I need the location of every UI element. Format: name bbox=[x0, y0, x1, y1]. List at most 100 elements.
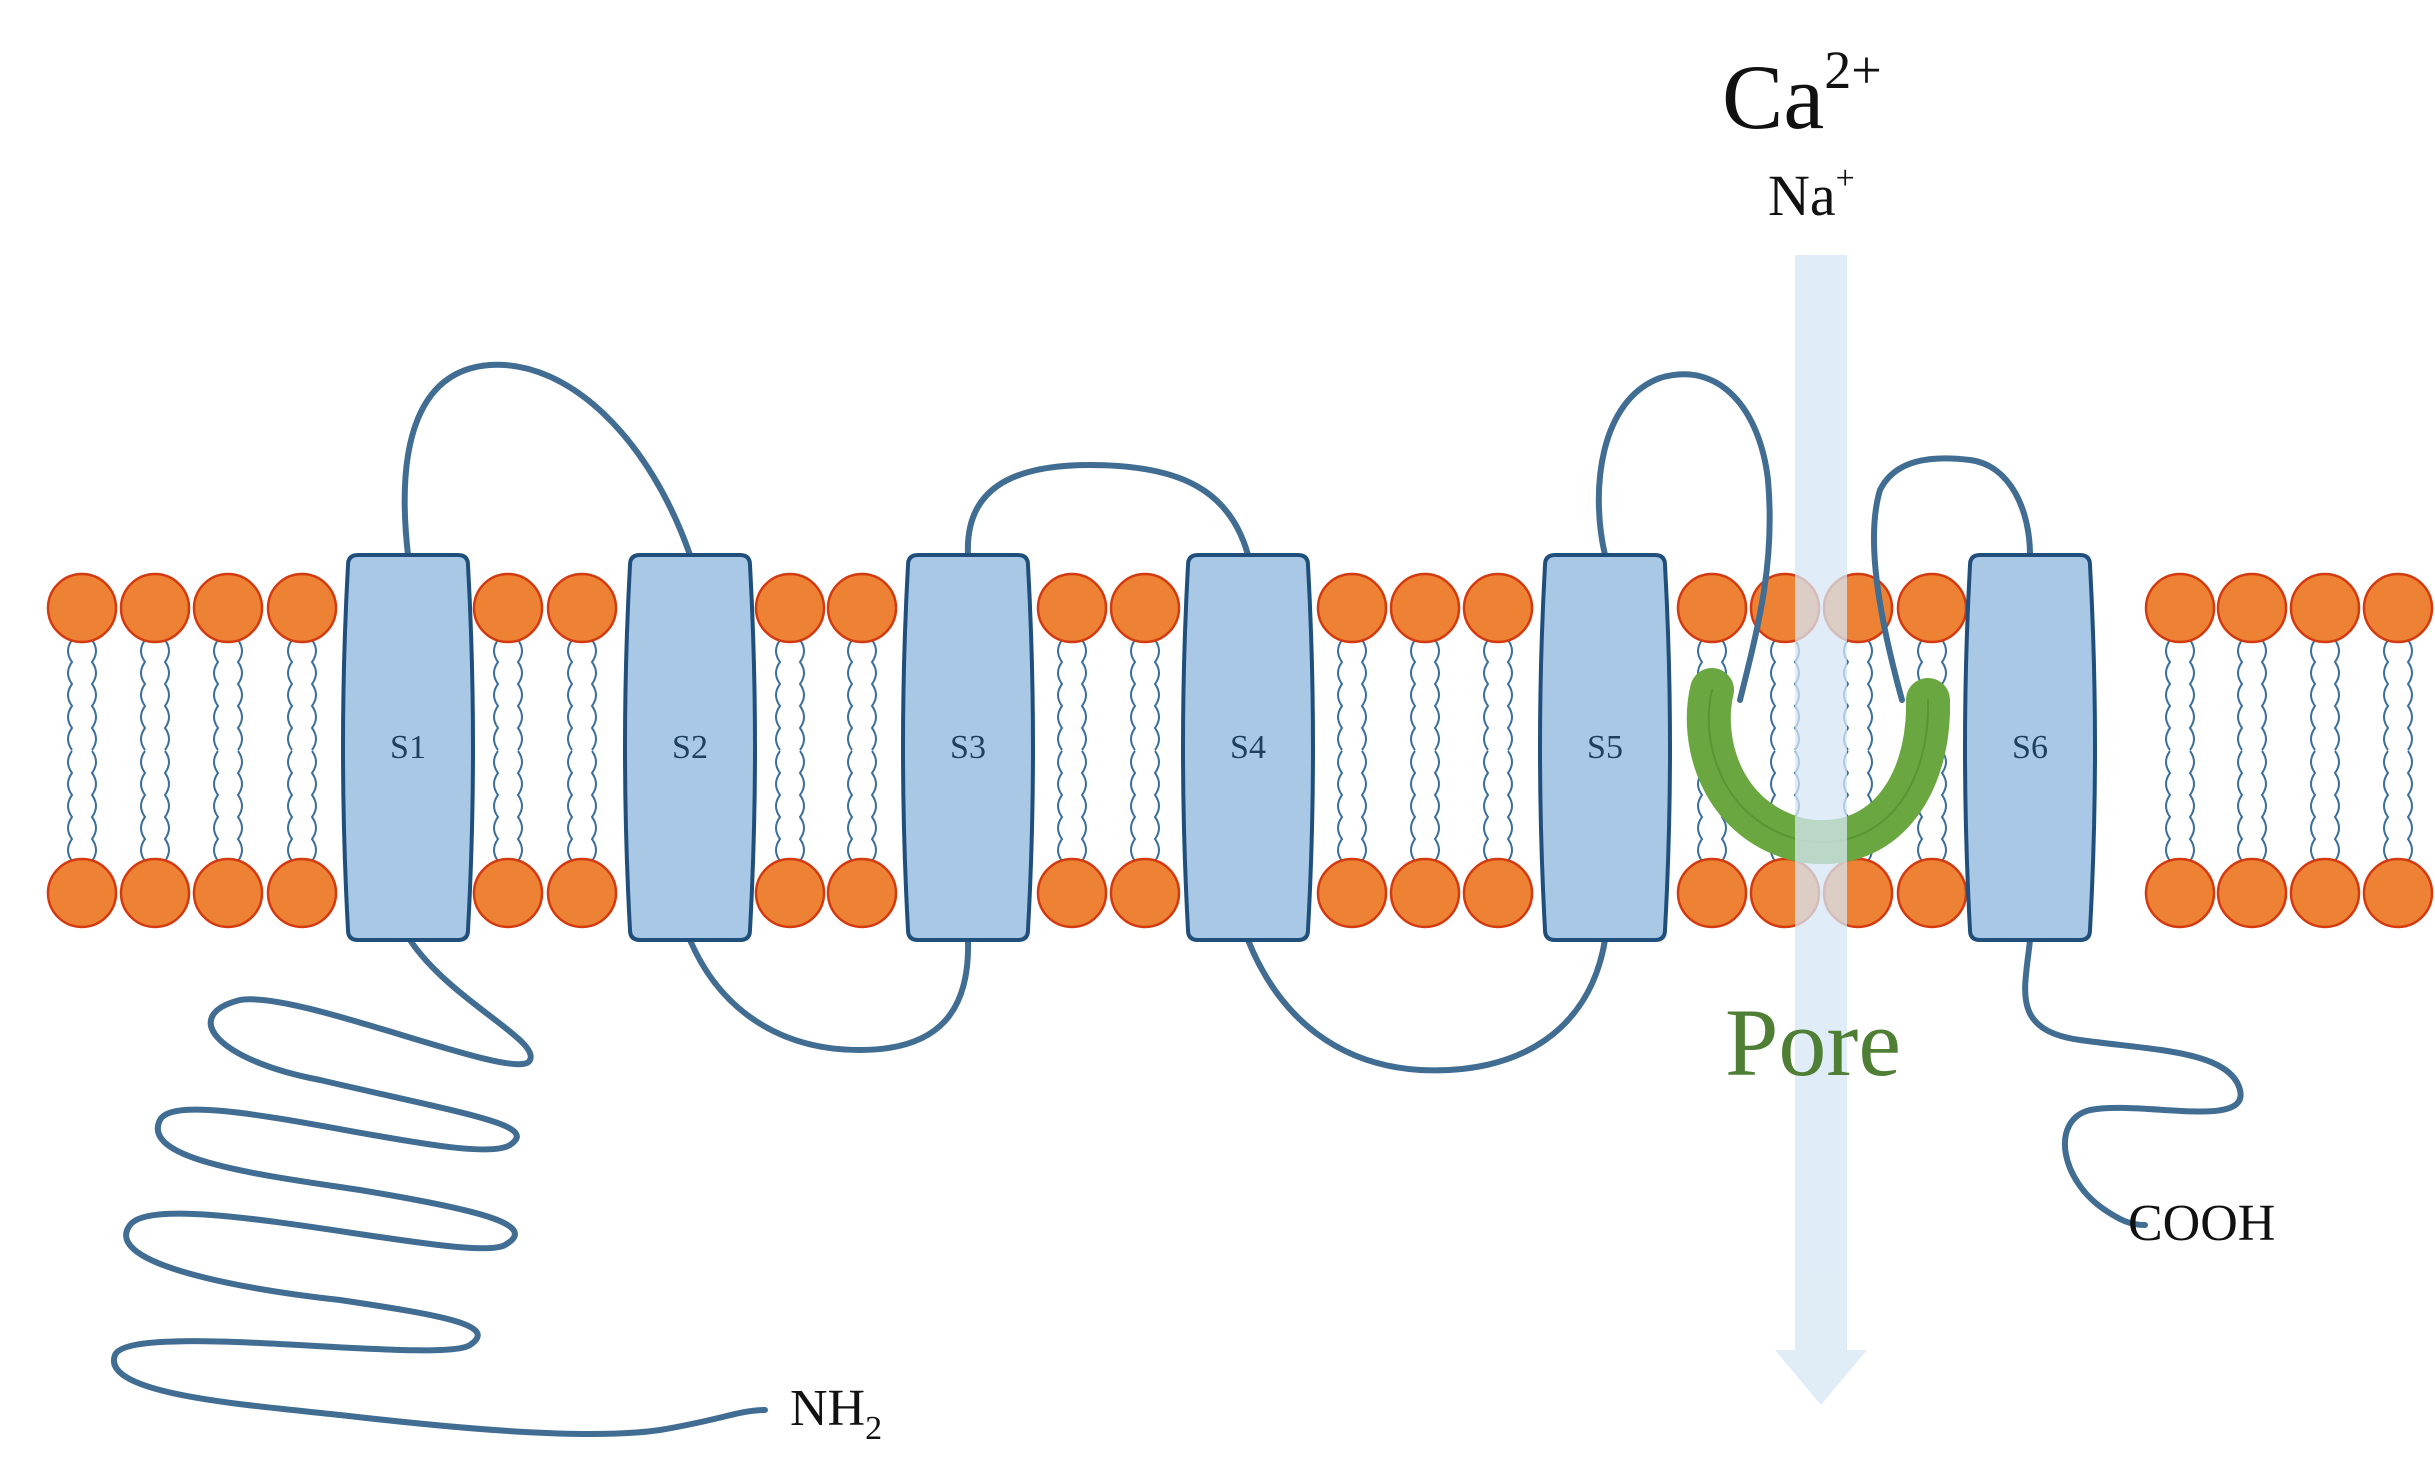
lipid-tail bbox=[287, 750, 294, 862]
lipid-head-top bbox=[546, 572, 618, 644]
lipid-tail bbox=[1506, 639, 1513, 751]
ion-calcium-charge: 2+ bbox=[1824, 40, 1881, 100]
lipid-head-bottom bbox=[2216, 857, 2288, 929]
lipid-tail bbox=[1130, 750, 1137, 862]
pore-label: Pore bbox=[1725, 989, 1901, 1096]
c-terminal-chain bbox=[2022, 937, 2244, 1228]
helix-label-s4: S4 bbox=[1230, 729, 1266, 766]
helix-label-s2: S2 bbox=[672, 729, 708, 766]
lipid-head-bottom bbox=[2144, 857, 2216, 929]
n-terminus-subscript: 2 bbox=[865, 1410, 882, 1447]
lipid-head-bottom bbox=[754, 857, 826, 929]
helix-s5 bbox=[1538, 553, 1672, 942]
lipid-tail bbox=[1153, 639, 1160, 751]
lipid-tail bbox=[1080, 750, 1087, 862]
loop-s5-pore bbox=[1595, 371, 1773, 703]
lipid-tail bbox=[2260, 639, 2267, 751]
lipid-tail bbox=[1770, 639, 1777, 751]
lipid-tail bbox=[2310, 750, 2317, 862]
helix-s3 bbox=[901, 553, 1035, 942]
lipid-tail bbox=[516, 750, 523, 862]
lipid-tail bbox=[590, 750, 597, 862]
lipid-head-bottom bbox=[2289, 857, 2361, 929]
loop-s4-s5 bbox=[1245, 937, 1608, 1074]
lipid-tail bbox=[1506, 750, 1513, 862]
lipid-tail bbox=[775, 639, 782, 751]
lipid-tail bbox=[213, 639, 220, 751]
lipid-head-top bbox=[2216, 572, 2288, 644]
lipid-tail bbox=[870, 750, 877, 862]
lipid-head-bottom bbox=[2362, 857, 2434, 929]
lipid-tail bbox=[1130, 639, 1137, 751]
lipid-tail bbox=[1410, 639, 1417, 751]
lipid-tail bbox=[236, 750, 243, 862]
lipid-head-top bbox=[1316, 572, 1388, 644]
lipid-tail bbox=[163, 639, 170, 751]
helix-s4 bbox=[1181, 553, 1315, 942]
lipid-head-bottom bbox=[472, 857, 544, 929]
lipid-tail bbox=[1337, 750, 1344, 862]
lipid-tail bbox=[847, 639, 854, 751]
lipid-head-bottom bbox=[266, 857, 338, 929]
lipid-tail bbox=[798, 750, 805, 862]
lipid-head-top bbox=[119, 572, 191, 644]
lipid-tail bbox=[590, 639, 597, 751]
lipid-tail bbox=[2383, 639, 2390, 751]
lipid-head-bottom bbox=[546, 857, 618, 929]
lipid-tail bbox=[493, 750, 500, 862]
lipid-tail bbox=[1410, 750, 1417, 862]
lipid-head-bottom bbox=[1389, 857, 1461, 929]
lipid-head-top bbox=[192, 572, 264, 644]
lipid-tail bbox=[1153, 750, 1160, 862]
lipid-tail bbox=[2260, 750, 2267, 862]
lipid-tail bbox=[1057, 750, 1064, 862]
lipid-head-top bbox=[1389, 572, 1461, 644]
lipid-tail bbox=[1337, 639, 1344, 751]
lipid-tail bbox=[2406, 750, 2413, 862]
lipid-tail bbox=[1433, 639, 1440, 751]
lipid-tail bbox=[1360, 639, 1367, 751]
lipid-tail bbox=[2165, 639, 2172, 751]
lipid-tail bbox=[567, 639, 574, 751]
lipid-head-top bbox=[1036, 572, 1108, 644]
lipid-tail bbox=[1483, 639, 1490, 751]
ion-flow-arrow bbox=[1775, 255, 1867, 1405]
lipid-tail bbox=[310, 750, 317, 862]
lipid-tail bbox=[2333, 750, 2340, 862]
lipid-tail bbox=[1057, 639, 1064, 751]
ion-label-calcium: Ca2+ bbox=[1722, 40, 1882, 148]
lipid-tail bbox=[798, 639, 805, 751]
lipid-tail bbox=[2188, 750, 2195, 862]
lipid-tail bbox=[2333, 639, 2340, 751]
lipid-head-bottom bbox=[1109, 857, 1181, 929]
lipid-tail bbox=[1866, 639, 1873, 751]
lipid-tail bbox=[1360, 750, 1367, 862]
lipid-head-top bbox=[754, 572, 826, 644]
lipid-tail bbox=[140, 750, 147, 862]
ion-sodium-charge: + bbox=[1836, 160, 1855, 197]
helix-s1 bbox=[341, 553, 475, 942]
lipid-head-bottom bbox=[1462, 857, 1534, 929]
lipid-tail bbox=[1433, 750, 1440, 862]
ion-calcium-symbol: Ca bbox=[1722, 46, 1824, 148]
lipid-head-top bbox=[266, 572, 338, 644]
lipid-head-top bbox=[1462, 572, 1534, 644]
lipid-head-bottom bbox=[1316, 857, 1388, 929]
lipid-tail bbox=[287, 639, 294, 751]
lipid-tail bbox=[1940, 750, 1947, 862]
helix-s2 bbox=[623, 553, 757, 942]
ion-label-sodium: Na+ bbox=[1768, 160, 1855, 228]
lipid-tail bbox=[2237, 639, 2244, 751]
ion-sodium-symbol: Na bbox=[1768, 163, 1836, 228]
lipid-tail bbox=[90, 639, 97, 751]
lipid-tail bbox=[213, 750, 220, 862]
lipid-head-bottom bbox=[119, 857, 191, 929]
helix-label-s1: S1 bbox=[390, 729, 426, 766]
lipid-tail bbox=[2188, 639, 2195, 751]
loop-s3-s4 bbox=[964, 462, 1251, 558]
lipid-tail bbox=[2165, 750, 2172, 862]
lipid-tail bbox=[163, 750, 170, 862]
lipid-head-top bbox=[826, 572, 898, 644]
lipid-head-bottom bbox=[826, 857, 898, 929]
